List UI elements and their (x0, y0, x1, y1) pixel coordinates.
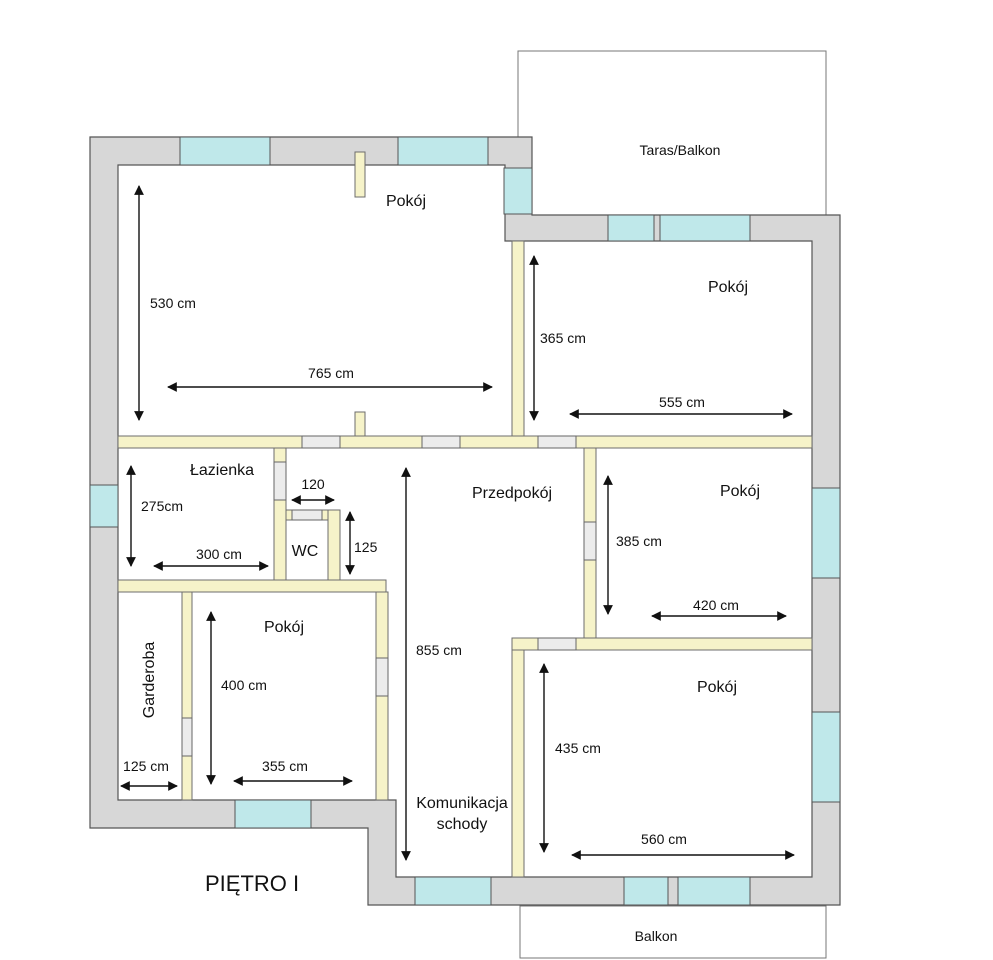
outer-wall (89, 136, 841, 906)
dim-label-bl-height: 400 cm (221, 677, 267, 693)
interior-wall-wardrobe (181, 591, 193, 801)
room-label-bottom-right: Pokój (697, 679, 737, 696)
dim-label-mr-height: 385 cm (616, 533, 662, 549)
dim-label-hall: 855 cm (416, 642, 462, 658)
balcony-label: Balkon (635, 928, 678, 944)
interior-wall-br-top (511, 637, 813, 651)
dim-label-bath-height: 275cm (141, 498, 183, 514)
window-tr-2 (659, 214, 751, 242)
terrace-outline (517, 50, 827, 216)
dim-label-bl-width: 355 cm (262, 758, 308, 774)
interior-stub-bottom (354, 411, 366, 437)
window-top-2 (397, 136, 489, 166)
room-label-wardrobe: Garderoba (141, 642, 158, 719)
window-left (89, 484, 119, 528)
window-top-1 (179, 136, 271, 166)
dim-label-wc-width: 120 (301, 476, 325, 492)
interior-stub-top (354, 151, 366, 198)
window-right-1 (811, 487, 841, 579)
terrace-label: Taras/Balkon (640, 142, 721, 158)
room-label-bottom-left: Pokój (264, 619, 304, 636)
door-bath (273, 461, 287, 501)
door-hall (421, 435, 461, 449)
dim-label-tl-height: 530 cm (150, 295, 196, 311)
balcony-outline (519, 905, 827, 959)
door-mr (583, 521, 597, 561)
dim-label-tl-width: 765 cm (308, 365, 354, 381)
interior-wall-wc (327, 509, 341, 581)
room-label-mid-right: Pokój (720, 483, 760, 500)
window-bottom-1 (623, 876, 669, 906)
door-bl (375, 657, 389, 697)
interior-wall-tr (511, 240, 525, 437)
door-tl (301, 435, 341, 449)
dim-label-wardrobe: 125 cm (123, 758, 169, 774)
dim-label-bath-width: 300 cm (196, 546, 242, 562)
interior-wall-br-left (511, 649, 525, 878)
floor-title: PIĘTRO I (205, 871, 299, 896)
room-label-stairs-2: schody (437, 816, 488, 833)
dim-label-tr-height: 365 cm (540, 330, 586, 346)
window-right-2 (811, 711, 841, 803)
room-label-bathroom: Łazienka (190, 462, 254, 479)
window-bottom-left (234, 799, 312, 829)
room-label-hall: Przedpokój (472, 485, 552, 502)
room-label-wc: WC (292, 543, 319, 560)
interior-wall-mid (117, 579, 387, 593)
door-br (537, 637, 577, 651)
door-wc (291, 509, 323, 521)
window-step (503, 167, 533, 215)
window-bottom-3 (414, 876, 492, 906)
window-tr-1 (607, 214, 655, 242)
room-label-top-left: Pokój (386, 193, 426, 210)
room-label-stairs-1: Komunikacja (416, 795, 508, 812)
dim-label-br-height: 435 cm (555, 740, 601, 756)
room-label-top-right: Pokój (708, 279, 748, 296)
dim-label-tr-width: 555 cm (659, 394, 705, 410)
window-bottom-2 (677, 876, 751, 906)
door-tr (537, 435, 577, 449)
dim-label-mr-width: 420 cm (693, 597, 739, 613)
interior-wall-main (117, 435, 813, 449)
door-wardrobe (181, 717, 193, 757)
dim-label-br-width: 560 cm (641, 831, 687, 847)
dim-label-wc-height: 125 (354, 539, 378, 555)
